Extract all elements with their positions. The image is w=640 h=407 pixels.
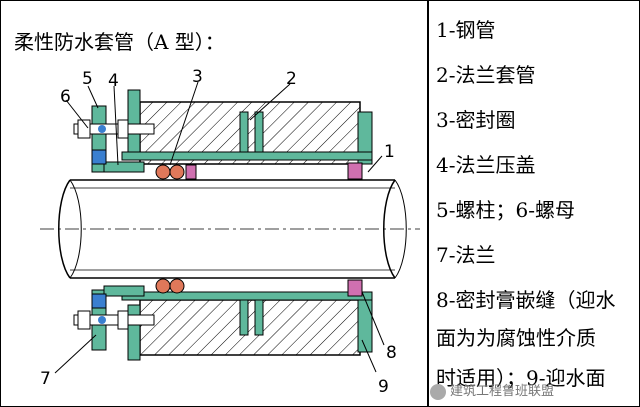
flange-sleeve-top xyxy=(121,89,373,165)
bolt-top xyxy=(73,119,155,165)
wechat-icon xyxy=(430,383,446,400)
wall-bottom xyxy=(139,299,361,356)
callout-8: 8 xyxy=(386,343,397,363)
callout-4: 4 xyxy=(108,71,119,91)
watermark-text: 建筑工程鲁班联盟 xyxy=(450,384,555,399)
sealant xyxy=(347,162,363,297)
callout-1: 1 xyxy=(384,142,395,162)
legend-item-3: 3-密封圈 xyxy=(436,108,516,132)
legend-item-1: 1-钢管 xyxy=(436,18,496,42)
leader-lines xyxy=(54,81,385,374)
legend-item-7: 7-法兰 xyxy=(436,243,496,267)
seal-rings-bottom xyxy=(155,278,185,294)
callout-2: 2 xyxy=(286,69,297,89)
legend-item-9: 时适用）；9-迎水面 xyxy=(436,366,606,390)
legend-item-8: 8-密封膏嵌缝（迎水 xyxy=(436,288,616,312)
legend-item-4: 4-法兰压盖 xyxy=(436,153,536,177)
callout-5: 5 xyxy=(82,69,93,89)
seal-rings-top xyxy=(155,164,197,180)
legend-item-5-6: 5-螺柱；6-螺母 xyxy=(436,198,575,222)
watermark: 建筑工程鲁班联盟 xyxy=(430,380,554,400)
callout-9: 9 xyxy=(378,377,389,397)
callout-7: 7 xyxy=(40,369,51,389)
legend-item-8-cont: 面为为腐蚀性介质 xyxy=(436,326,596,350)
callout-6: 6 xyxy=(60,87,71,107)
bolt-bottom xyxy=(73,293,155,330)
legend-item-2: 2-法兰套管 xyxy=(436,63,536,87)
callout-3: 3 xyxy=(192,67,203,87)
flange-sleeve-bottom xyxy=(121,291,373,361)
diagram-title: 柔性防水套管（A 型）： xyxy=(14,30,225,54)
sleeve-diagram: 1 2 3 4 5 6 7 8 9 xyxy=(40,67,420,397)
column-divider xyxy=(427,0,429,407)
